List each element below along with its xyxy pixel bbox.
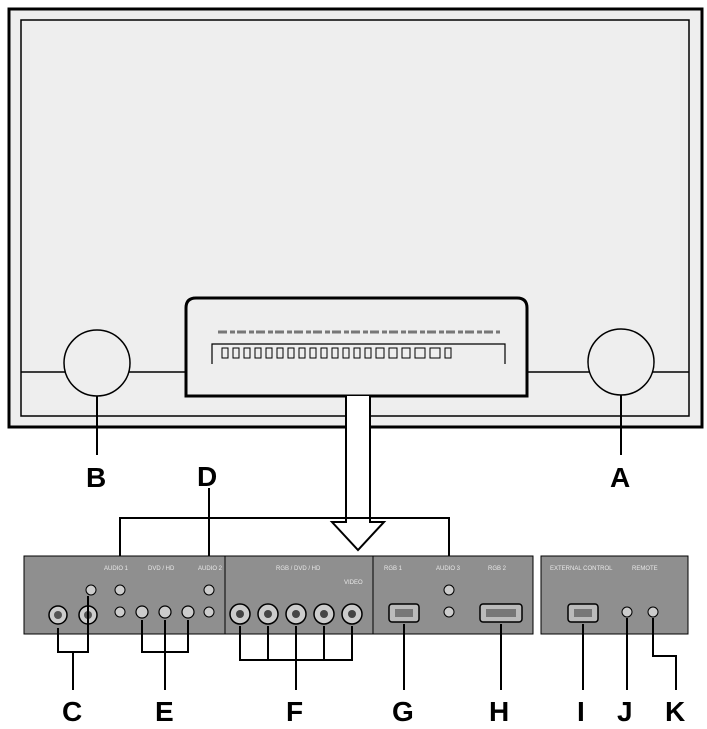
terminal-port (221, 347, 229, 359)
speaker-circle-right (587, 328, 655, 396)
callout-k: K (665, 696, 685, 727)
jack-remote-out (647, 606, 659, 618)
terminal-port (254, 347, 262, 359)
terminal-port (232, 347, 240, 359)
bnc-jack (257, 603, 279, 625)
down-arrow (329, 396, 387, 552)
callout-line-k (652, 618, 677, 690)
callout-d: D (197, 461, 217, 492)
terminal-port (320, 347, 328, 359)
speaker-circle-left (63, 329, 131, 397)
audio-link-bracket (119, 517, 450, 588)
terminal-port (243, 347, 251, 359)
jack-remote-in (621, 606, 633, 618)
jack-dvd-y (135, 605, 149, 619)
label-audio-3: AUDIO 3 (436, 566, 461, 572)
callout-line-f (239, 626, 353, 690)
label-rgb-1: RGB 1 (384, 566, 403, 572)
terminal-port (287, 347, 295, 359)
terminal-port (298, 347, 306, 359)
jack-left-small (85, 584, 97, 596)
callout-c: C (62, 696, 82, 727)
label-rgb-2: RGB 2 (488, 566, 507, 572)
jack-audio-2-r (203, 584, 215, 596)
jack-audio-2-l (203, 606, 215, 618)
label-audio-2: AUDIO 2 (198, 566, 223, 572)
callout-h: H (489, 696, 509, 727)
callout-b: B (86, 462, 106, 493)
jack-audio-3-l (443, 606, 455, 618)
label-remote: REMOTE (632, 566, 658, 572)
dvi-rgb-2 (479, 603, 523, 623)
terminal-port (414, 347, 426, 359)
callout-j: J (617, 696, 633, 727)
terminal-port (331, 347, 339, 359)
terminal-port (276, 347, 284, 359)
terminal-port (265, 347, 273, 359)
panel-control (540, 555, 689, 635)
terminal-port (401, 347, 411, 359)
label-external-control: EXTERNAL CONTROL (550, 566, 613, 572)
terminal-port (429, 347, 441, 359)
label-video: VIDEO (344, 580, 363, 586)
terminal-housing (184, 296, 529, 398)
terminal-port (342, 347, 350, 359)
terminal-port (388, 347, 398, 359)
label-rgb-hd: RGB / DVD / HD (276, 566, 321, 572)
terminal-port (353, 347, 361, 359)
callout-line-c (57, 596, 89, 690)
dsub-rgb-1 (388, 603, 420, 623)
dsub-external-control (567, 603, 599, 623)
terminal-housing-inner (211, 343, 506, 364)
bnc-jack (285, 603, 307, 625)
bnc-jacks (229, 603, 363, 625)
terminal-port (375, 347, 385, 359)
jack-audio-1-l (114, 606, 126, 618)
callout-f: F (286, 696, 303, 727)
callout-i: I (577, 696, 585, 727)
jack-dvd-cr (181, 605, 195, 619)
callout-line-e (141, 620, 189, 690)
callout-a: A (610, 462, 630, 493)
terminal-port (364, 347, 372, 359)
bnc-jack (313, 603, 335, 625)
terminal-port (309, 347, 317, 359)
callout-g: G (392, 696, 414, 727)
terminal-ports-row (221, 347, 452, 359)
jack-dvd-cb (158, 605, 172, 619)
jack-left-large (48, 605, 68, 625)
label-audio-1: AUDIO 1 (104, 566, 129, 572)
jack-audio-1-r (114, 584, 126, 596)
bnc-jack (341, 603, 363, 625)
panel-left (23, 555, 226, 635)
bnc-jack (229, 603, 251, 625)
label-dvd-hd: DVD / HD (148, 566, 175, 572)
callout-e: E (155, 696, 174, 727)
terminal-port (444, 347, 452, 359)
jack-audio-3-r (443, 584, 455, 596)
